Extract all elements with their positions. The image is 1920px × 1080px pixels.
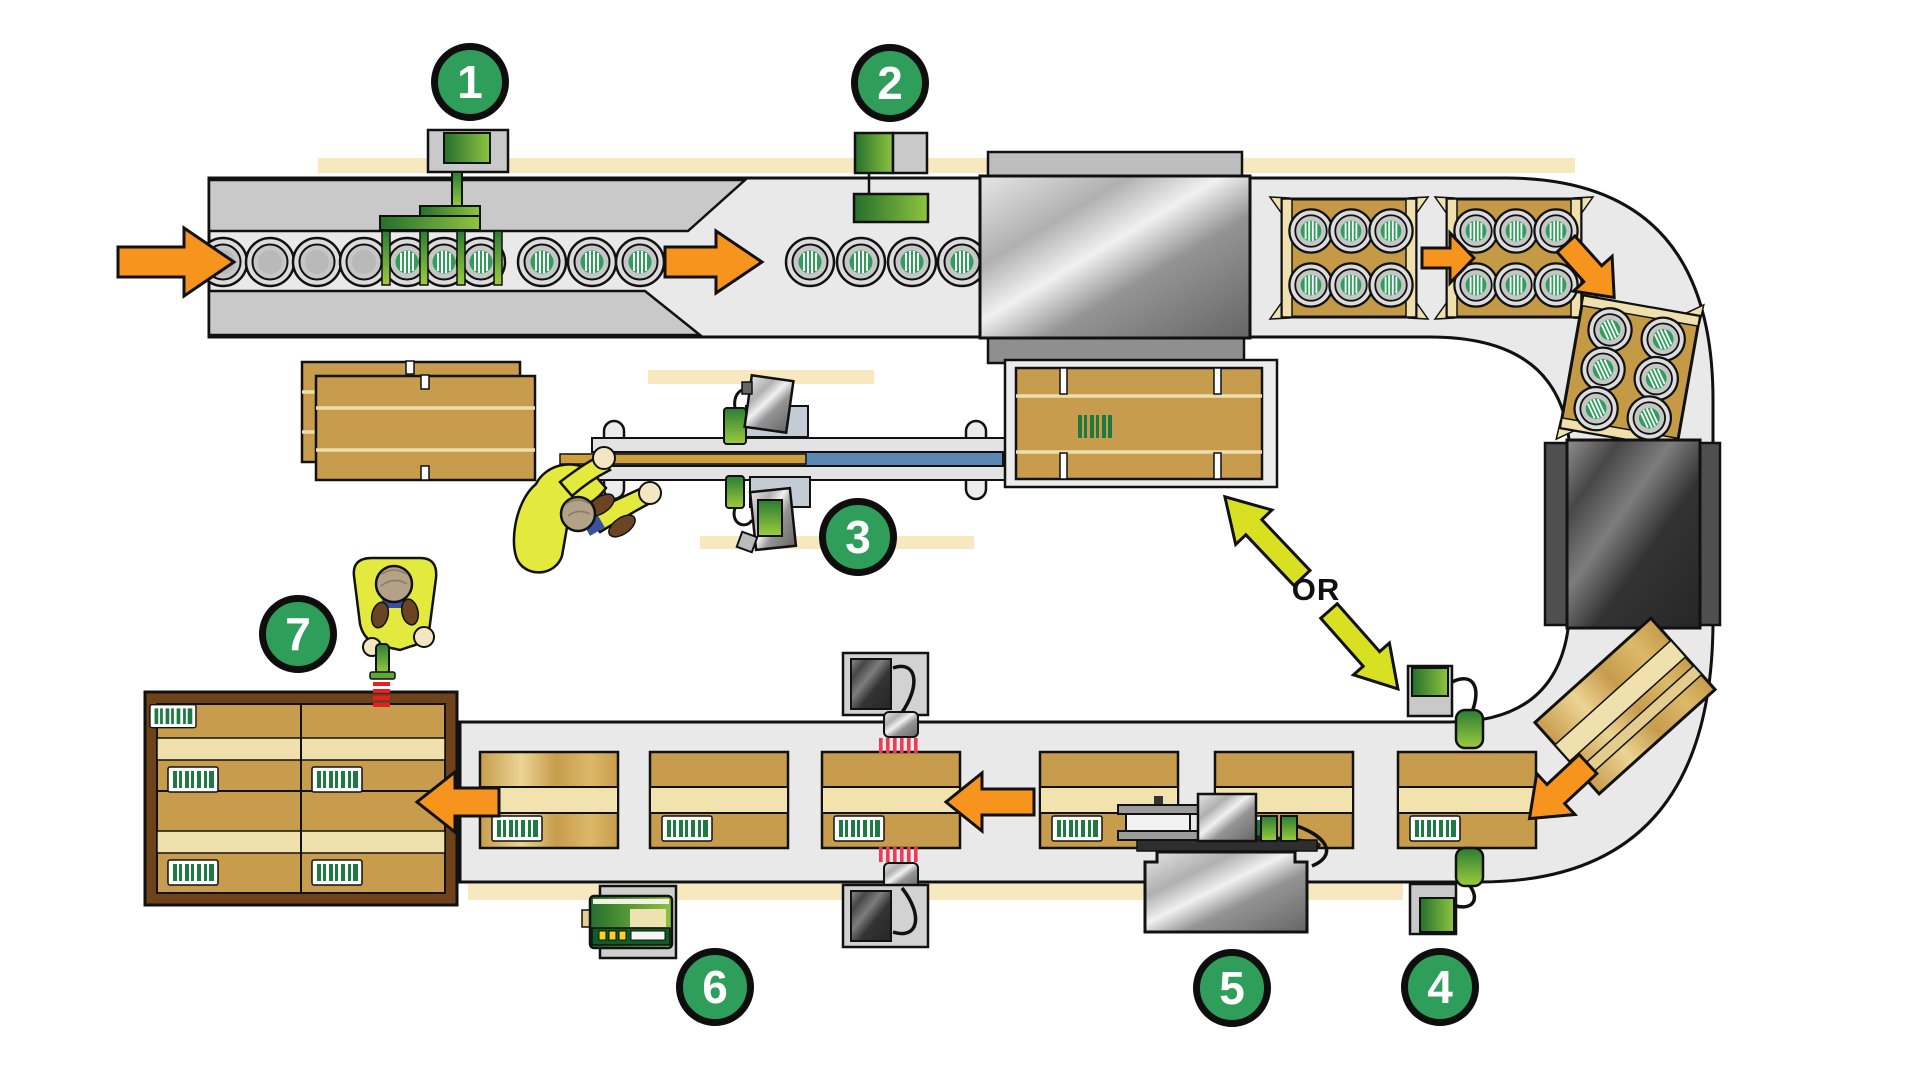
or-arrow-to-case [1222, 494, 1313, 588]
print-head-bottom [725, 475, 811, 554]
infeed-funnel [207, 178, 749, 337]
flow-arrows [116, 225, 1616, 836]
station-4-scanner-top [1406, 664, 1485, 750]
worker-scanning-pallet [352, 556, 438, 707]
handheld-scanner [369, 643, 396, 707]
pallet-barcode [149, 704, 197, 729]
station-1-labeler [379, 128, 510, 286]
station-1-number: 1 [457, 56, 483, 108]
print-head-top [723, 373, 809, 445]
station-6-printer [581, 884, 678, 960]
station-6-number: 6 [702, 961, 728, 1013]
station-7-number: 7 [285, 608, 311, 660]
packed-tray [1270, 197, 1428, 319]
station-5-badge: 5 [1193, 949, 1271, 1027]
arrow-cases-left [943, 769, 1036, 835]
pallet [143, 690, 459, 907]
station-2-badge: 2 [851, 44, 929, 122]
arrow-curve-down [1554, 233, 1616, 300]
station-1-badge: 1 [431, 43, 509, 121]
or-alternative-arrows [1222, 494, 1400, 692]
arrow-infeed [116, 225, 237, 299]
shrink-seal-machine [1543, 438, 1722, 630]
wrapped-case [1532, 616, 1718, 796]
station-5-label-applicator [1117, 792, 1329, 934]
camera-verification-bottom [841, 847, 930, 949]
sealed-case [820, 750, 962, 850]
station-3-printer-line [559, 373, 1006, 554]
worker-feeding-blanks [512, 446, 662, 574]
case-packer-machine [978, 150, 1252, 365]
sealed-case-shiny [478, 750, 620, 850]
scanner-beam [373, 682, 390, 707]
station-2-number: 2 [877, 57, 903, 109]
station-3-number: 3 [845, 511, 871, 563]
station-4-badge: 4 [1401, 948, 1479, 1026]
or-arrow-to-scanner [1318, 601, 1400, 692]
station-4-scanner-bottom [1408, 846, 1485, 936]
station-2-sensor [852, 131, 930, 224]
arrow-curve-bottom [1527, 752, 1599, 821]
station-7-badge: 7 [259, 595, 337, 673]
station-4-number: 4 [1427, 961, 1453, 1013]
station-3-badge: 3 [819, 498, 897, 576]
scan-beam-bottom [879, 847, 918, 862]
sealed-case [648, 750, 790, 850]
arrow-single-lane [663, 228, 765, 296]
station-6-badge: 6 [676, 948, 754, 1026]
printed-case [1003, 358, 1279, 489]
arrow-to-pallet [414, 768, 501, 836]
station-5-number: 5 [1219, 962, 1245, 1014]
arrow-tray-gap [1420, 229, 1477, 287]
scan-beam-top [879, 738, 918, 753]
camera-verification-top [841, 651, 930, 753]
or-label: OR [1291, 572, 1341, 607]
carton-blank-stack [300, 360, 537, 482]
case-barcode [1078, 415, 1112, 438]
sealed-case [1396, 750, 1538, 850]
